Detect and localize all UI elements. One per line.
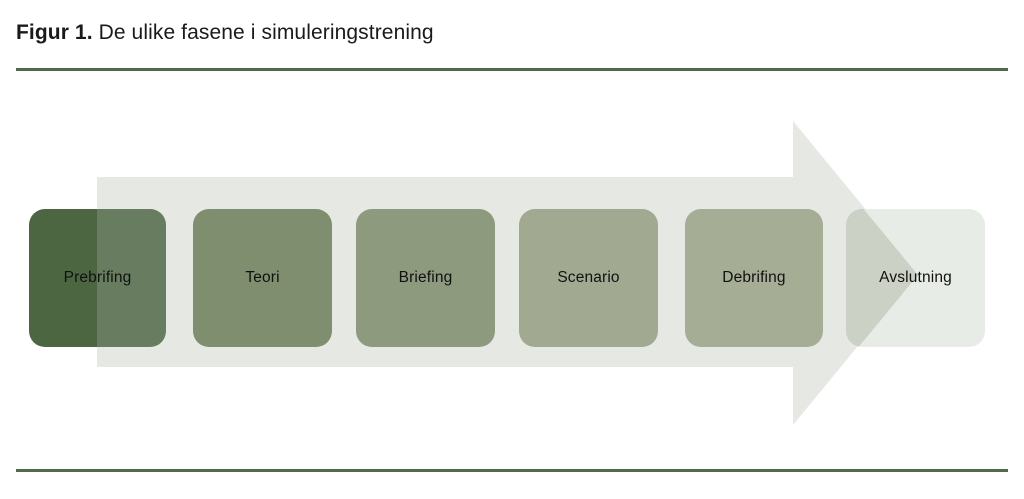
phase-label-teori: Teori (245, 269, 280, 286)
page-title: Figur 1. De ulike fasene i simuleringstr… (16, 19, 434, 47)
phase-label-briefing: Briefing (398, 269, 453, 286)
process-arrow-icon (97, 118, 922, 428)
phase-box-briefing[interactable]: Briefing (356, 209, 495, 347)
phase-box-avslutning[interactable]: Avslutning (846, 209, 985, 347)
divider-top (16, 68, 1008, 71)
phase-box-scenario[interactable]: Scenario (519, 209, 658, 347)
phase-box-prebrifing[interactable]: Prebrifing (29, 209, 166, 347)
arrow-shape (97, 121, 918, 425)
phase-label-avslutning: Avslutning (879, 269, 952, 286)
figure-number: Figur 1. (16, 21, 93, 44)
divider-bottom (16, 469, 1008, 472)
phase-label-prebrifing: Prebrifing (63, 269, 132, 286)
phase-label-scenario: Scenario (557, 269, 620, 286)
figure-title-text: De ulike fasene i simuleringstrening (98, 21, 434, 44)
phase-label-debrifing: Debrifing (722, 269, 786, 286)
phase-box-teori[interactable]: Teori (193, 209, 332, 347)
phase-box-debrifing[interactable]: Debrifing (685, 209, 823, 347)
